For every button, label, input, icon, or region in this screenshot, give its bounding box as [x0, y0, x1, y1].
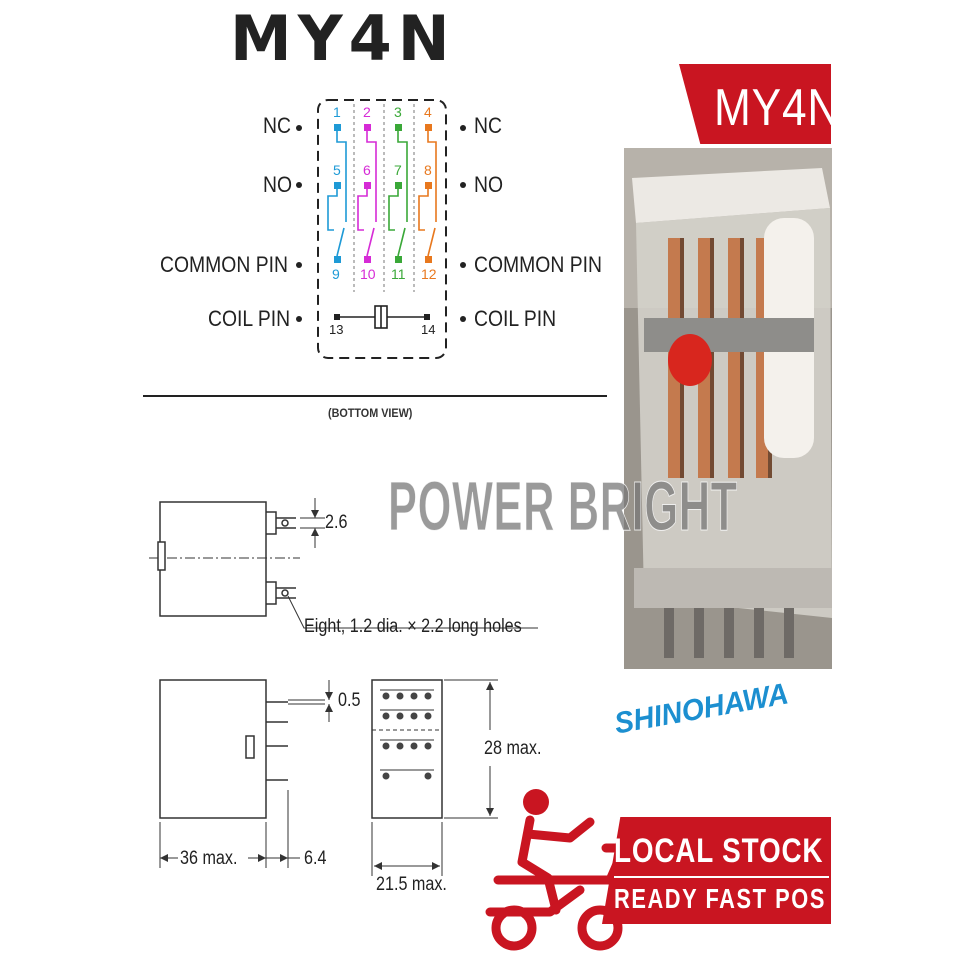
model-badge-text: MY4N [714, 79, 841, 137]
product-title: MY4N [230, 2, 456, 75]
pin-dots [296, 125, 466, 322]
common-label-right: COMMON PIN [474, 252, 602, 277]
pin-number-4: 4 [424, 104, 432, 120]
pin-number-11: 11 [391, 266, 406, 282]
no-label-right: NO [474, 172, 504, 197]
coil-label-left: COIL PIN [208, 306, 291, 331]
pin-number-14: 14 [421, 322, 436, 337]
pin-number-8: 8 [424, 162, 432, 178]
watermark-text: POWER BRIGHT [388, 467, 738, 546]
pin-number-2: 2 [363, 104, 371, 120]
pin-layout-drawing [371, 679, 498, 876]
front-view-drawing [159, 679, 330, 868]
pin-number-9: 9 [332, 266, 340, 282]
pin-number-7: 7 [394, 162, 402, 178]
relay-photo [624, 148, 832, 669]
common-label-left: COMMON PIN [160, 252, 288, 277]
bottom-view-caption: (BOTTOM VIEW) [328, 406, 413, 420]
side-view-drawing [149, 498, 538, 629]
pin-number-13: 13 [329, 322, 344, 337]
stock-banner [602, 817, 831, 924]
dim-length: 36 max. [180, 848, 238, 869]
dim-width: 21.5 max. [376, 874, 447, 895]
dimension-arrows [160, 510, 494, 870]
pin-number-1: 1 [333, 104, 341, 120]
coil [334, 305, 430, 329]
model-badge [679, 64, 831, 144]
nc-label-right: NC [474, 113, 502, 138]
dim-height: 28 max. [484, 738, 542, 759]
dim-pin-thickness: 0.5 [338, 690, 361, 711]
dim-pin-length: 6.4 [304, 848, 327, 869]
contact-column-4 [418, 124, 437, 263]
relay-illustration [624, 148, 832, 669]
stock-line-2: READY FAST POS [614, 883, 826, 914]
stock-divider [614, 876, 829, 878]
coil-label-right: COIL PIN [474, 306, 557, 331]
dim-holes-note: Eight, 1.2 dia. × 2.2 long holes [304, 616, 522, 637]
stock-line-1: LOCAL STOCK [614, 832, 824, 870]
contact-column-2 [357, 124, 377, 263]
pin-number-10: 10 [360, 266, 376, 282]
nc-label-left: NC [263, 113, 291, 138]
contact-column-1 [327, 124, 347, 263]
relay-outline [317, 99, 447, 359]
dim-pin-width: 2.6 [325, 512, 348, 533]
pin-number-3: 3 [394, 104, 402, 120]
contact-column-3 [388, 124, 408, 263]
no-label-left: NO [263, 172, 293, 197]
pin-number-6: 6 [363, 162, 371, 178]
pin-number-12: 12 [421, 266, 437, 282]
pin-number-5: 5 [333, 162, 341, 178]
